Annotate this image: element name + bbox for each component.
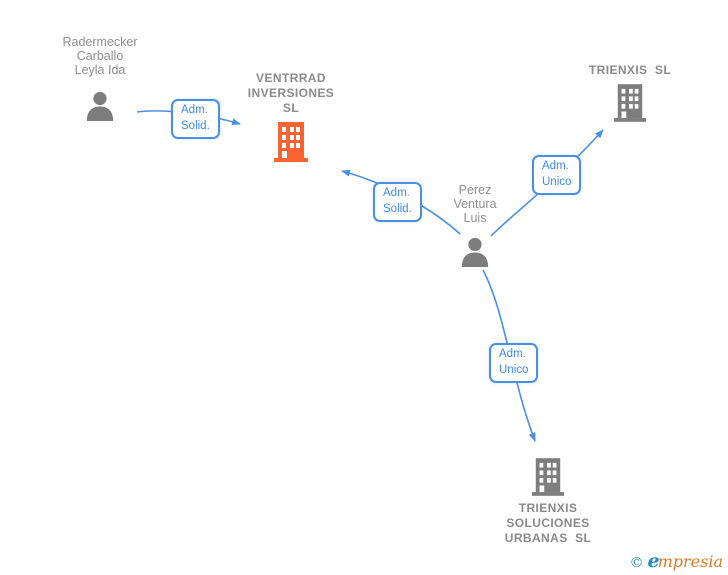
node-person-radermecker[interactable]: Radermecker Carballo Leyla Ida — [20, 35, 180, 122]
edge-label-adm-unico-2: Adm. Unico — [489, 343, 539, 383]
edge-label-adm-solid-1: Adm. Solid. — [171, 99, 220, 139]
node-label: TRIENXIS SL — [588, 63, 672, 77]
node-label: VENTRRAD INVERSIONES SL — [247, 71, 335, 115]
copyright-icon: © — [629, 555, 644, 571]
node-label: Perez Ventura Luis — [453, 183, 497, 225]
building-icon — [614, 84, 646, 122]
empresia-logo[interactable]: © empresia — [630, 550, 724, 572]
node-company-ventrrad-inversiones[interactable]: VENTRRAD INVERSIONES SL — [211, 71, 371, 162]
person-icon — [461, 237, 489, 268]
node-company-trienxis-soluciones-urbanas[interactable]: TRIENXIS SOLUCIONES URBANAS SL — [468, 458, 628, 546]
node-label: Radermecker Carballo Leyla Ida — [62, 35, 138, 77]
node-person-perez-ventura[interactable]: Perez Ventura Luis — [395, 183, 555, 268]
person-icon — [86, 91, 114, 122]
node-label: TRIENXIS SOLUCIONES URBANAS SL — [504, 501, 592, 545]
building-icon-highlighted — [274, 122, 308, 162]
brand-wordmark: empresia — [647, 550, 724, 572]
edge-label-adm-unico-1: Adm. Unico — [532, 155, 582, 195]
building-icon — [532, 458, 564, 496]
node-company-trienxis[interactable]: TRIENXIS SL — [550, 63, 710, 122]
edge-label-adm-solid-2: Adm. Solid. — [373, 182, 422, 222]
